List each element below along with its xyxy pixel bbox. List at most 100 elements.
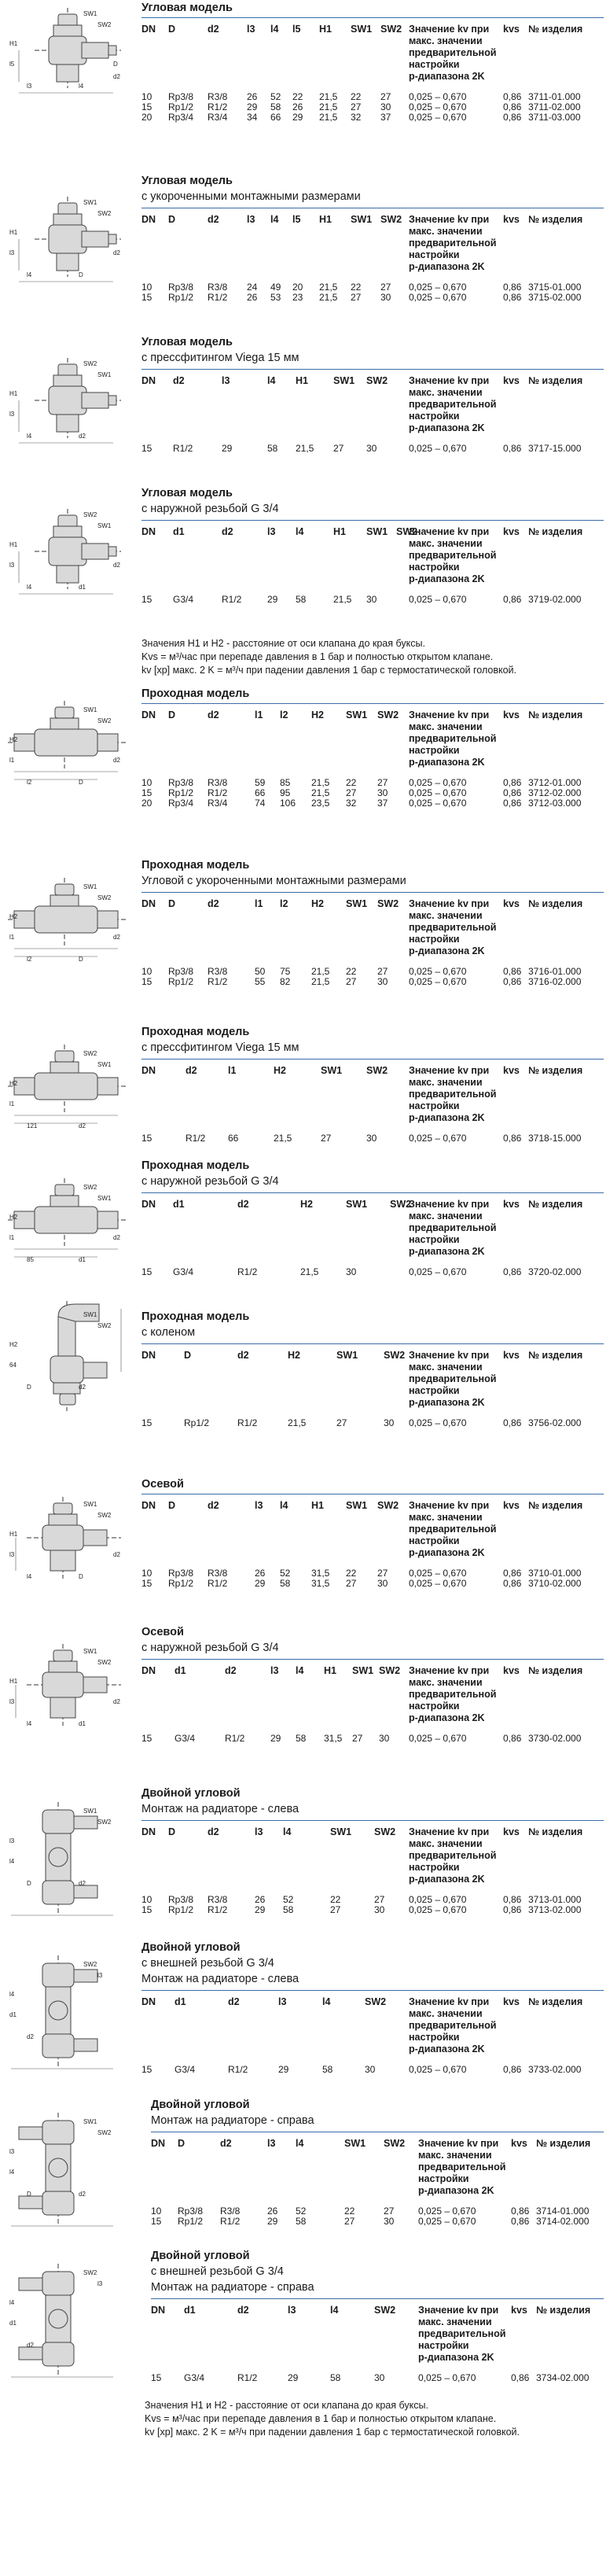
section-title: Двойной угловой [141,1941,241,1954]
section-subtitle: с внешней резьбой G 3/4 [141,1957,274,1970]
dimension-label: d2 [113,73,120,80]
column-header: SW2 [366,375,388,386]
table-cell: R3/4 [208,798,228,809]
section-subtitle: с внешней резьбой G 3/4 [151,2265,284,2278]
dimension-label: SW2 [83,1184,97,1191]
table-cell: 15 [141,1733,152,1744]
table-cell: 31,5 [324,1733,343,1744]
column-header: d2 [222,526,233,537]
footnote-line: Значения H1 и H2 - расстояние от оси кла… [141,638,425,649]
table-cell: 52 [270,91,281,102]
table-cell: 15 [141,1266,152,1277]
table-cell: 15 [151,2372,162,2383]
table-cell: 10 [141,777,152,788]
column-header: d2 [220,2138,232,2149]
table-cell: 0,025 – 0,670 [409,1733,467,1744]
table-cell: 30 [366,594,377,605]
dimension-label: l4 [9,1991,15,1998]
dimension-label: l2 [27,779,32,786]
table-cell: Rp3/8 [168,1568,194,1579]
column-header: H2 [288,1350,300,1361]
table-cell: 21,5 [319,101,338,112]
dimension-label: d2 [113,562,120,569]
column-header: SW2 [380,24,402,35]
column-header: kvs [503,1500,520,1511]
section-subtitle: с наружной резьбой G 3/4 [141,503,279,515]
table-cell: 66 [228,1133,239,1144]
table-cell: 20 [141,112,152,123]
column-header: DN [141,1665,156,1676]
table-cell: 3716-02.000 [528,976,582,987]
table-cell: R1/2 [237,1266,258,1277]
column-header: DN [151,2138,166,2149]
column-header: l4 [296,526,304,537]
table-cell: 10 [141,91,152,102]
dimension-label: l1 [9,757,15,764]
table-cell: G3/4 [184,2372,205,2383]
table-cell: 29 [255,1578,266,1589]
table-cell: 0,025 – 0,670 [409,966,467,977]
section-rule [141,369,604,370]
table-cell: 3730-02.000 [528,1733,582,1744]
table-cell: 10 [141,966,152,977]
dimension-label: SW2 [97,21,112,28]
footnote-line: Kvs = м³/час при перепаде давления в 1 б… [145,2413,497,2424]
dimension-label: d2 [79,1880,86,1887]
table-cell: 27 [380,91,391,102]
table-cell: 21,5 [300,1266,319,1277]
section-subtitle: с прессфитингом Viega 15 мм [141,1041,299,1054]
column-header: SW1 [346,1500,368,1511]
table-cell: 21,5 [319,292,338,303]
column-header: № изделия [528,1065,583,1076]
dimension-label: SW1 [97,1195,112,1202]
column-header: SW1 [336,1350,358,1361]
column-header: SW1 [333,375,355,386]
dimension-label: l3 [9,249,15,256]
column-header: kvs [503,1199,520,1210]
table-cell: 0,025 – 0,670 [409,1904,467,1915]
section-rule [141,892,604,893]
column-header: l3 [255,1500,263,1511]
table-cell: 30 [380,292,391,303]
section-rule [141,1990,604,1991]
table-cell: 24 [247,282,258,293]
table-cell: Rp1/2 [184,1417,210,1428]
column-header: l2 [280,709,288,720]
dimension-label: d2 [79,1384,86,1391]
section-rule [141,703,604,704]
column-header: l3 [270,1665,279,1676]
dimension-label: SW1 [83,2118,97,2125]
column-header: kvs [503,24,520,35]
dimension-label: d2 [113,1551,120,1558]
column-header: № изделия [528,375,583,386]
table-cell: 0,86 [511,2372,530,2383]
column-header: № изделия [528,526,583,537]
table-cell: 58 [283,1904,294,1915]
section-title: Проходная модель [141,687,250,700]
section-title: Осевой [141,1626,184,1638]
table-cell: 27 [346,1578,357,1589]
table-cell: 32 [346,798,357,809]
section-title: Проходная модель [141,1310,250,1323]
dimension-label: SW2 [83,360,97,367]
dimension-label: D [79,956,83,963]
table-cell: R3/4 [208,112,228,123]
table-cell: 26 [255,1568,266,1579]
dimension-label: D [79,271,83,278]
column-header: l4 [296,2138,304,2149]
table-cell: 0,86 [503,2064,522,2075]
column-header: d1 [175,1996,186,2007]
section-rule [141,17,604,18]
table-cell: 53 [270,292,281,303]
